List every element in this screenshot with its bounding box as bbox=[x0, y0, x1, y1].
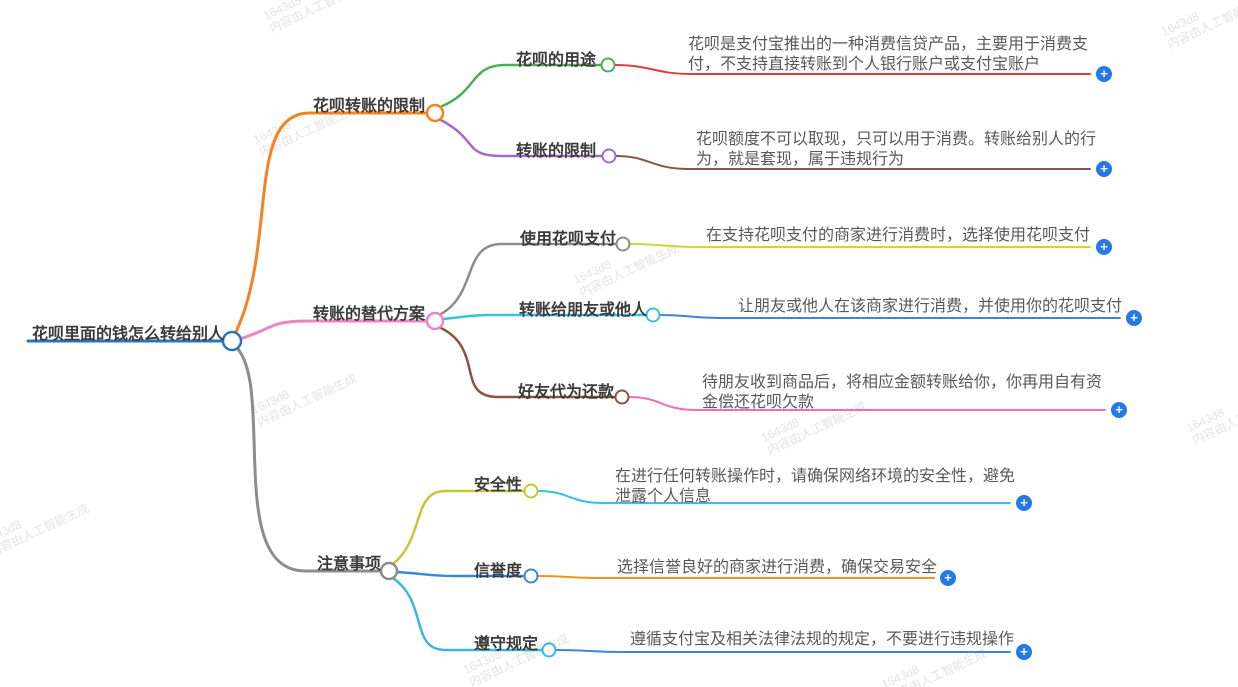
leaf2-node-handle[interactable] bbox=[601, 148, 617, 164]
leaf-node-label[interactable]: 转账的限制 bbox=[516, 143, 597, 160]
leaf4-node-handle[interactable] bbox=[645, 307, 661, 323]
add-node-button[interactable]: + bbox=[1126, 310, 1142, 326]
branch-node-label[interactable]: 花呗转账的限制 bbox=[313, 98, 426, 115]
branch3-node-handle[interactable] bbox=[379, 561, 399, 581]
add-node-button[interactable]: + bbox=[1096, 161, 1112, 177]
leaf-node-label[interactable]: 遵守规定 bbox=[474, 636, 539, 653]
connector-branch1-leaf1 bbox=[438, 63, 603, 109]
leaf8-node-handle[interactable] bbox=[541, 642, 557, 658]
add-node-button[interactable]: + bbox=[1096, 66, 1112, 82]
leaf6-node-handle[interactable] bbox=[523, 483, 539, 499]
detail-text: 让朋友或他人在该商家进行消费，并使用你的花呗支付 bbox=[738, 298, 1123, 315]
leaf5-node-handle[interactable] bbox=[614, 389, 630, 405]
detail-text: 选择信誉良好的商家进行消费，确保交易安全 bbox=[617, 559, 938, 576]
connector-leaf8-detail bbox=[555, 649, 1011, 653]
branch-node-label[interactable]: 转账的替代方案 bbox=[313, 306, 426, 323]
leaf-node-label[interactable]: 安全性 bbox=[474, 477, 523, 494]
add-node-button[interactable]: + bbox=[1111, 402, 1127, 418]
detail-text: 花呗额度不可以取现，只可以用于消费。转账给别人的行为，就是套现，属于违规行为 bbox=[696, 131, 1097, 168]
branch1-node-handle[interactable] bbox=[425, 103, 445, 123]
detail-text: 在支持花呗支付的商家进行消费时，选择使用花呗支付 bbox=[706, 227, 1091, 244]
root-node-label[interactable]: 花呗里面的钱怎么转给别人 bbox=[32, 326, 225, 343]
connector-branch3-leaf6 bbox=[391, 489, 526, 566]
leaf7-node-handle[interactable] bbox=[523, 568, 539, 584]
leaf-node-label[interactable]: 使用花呗支付 bbox=[520, 231, 617, 248]
leaf-node-label[interactable]: 花呗的用途 bbox=[516, 52, 597, 69]
detail-text: 待朋友收到商品后，将相应金额转账给你，你再用自有资金偿还花呗欠款 bbox=[702, 374, 1103, 411]
branch-node-label[interactable]: 注意事项 bbox=[317, 556, 382, 573]
detail-text: 花呗是支付宝推出的一种消费信贷产品，主要用于消费支付，不支持直接转账到个人银行账… bbox=[688, 36, 1089, 73]
leaf-node-label[interactable]: 好友代为还款 bbox=[518, 384, 615, 401]
add-node-button[interactable]: + bbox=[1016, 495, 1032, 511]
leaf-node-label[interactable]: 信誉度 bbox=[474, 563, 523, 580]
branch2-node-handle[interactable] bbox=[425, 311, 445, 331]
add-node-button[interactable]: + bbox=[1096, 239, 1112, 255]
detail-text: 在进行任何转账操作时，请确保网络环境的安全性，避免泄露个人信息 bbox=[615, 468, 1016, 505]
add-node-button[interactable]: + bbox=[940, 570, 956, 586]
leaf1-node-handle[interactable] bbox=[600, 57, 616, 73]
detail-text: 遵循支付宝及相关法律法规的规定，不要进行违规操作 bbox=[630, 631, 1015, 648]
root-node-handle[interactable] bbox=[221, 330, 243, 352]
leaf3-node-handle[interactable] bbox=[615, 236, 631, 252]
connector-root-branch3 bbox=[234, 345, 383, 573]
add-node-button[interactable]: + bbox=[1016, 644, 1032, 660]
leaf-node-label[interactable]: 转账给朋友或他人 bbox=[519, 302, 648, 319]
